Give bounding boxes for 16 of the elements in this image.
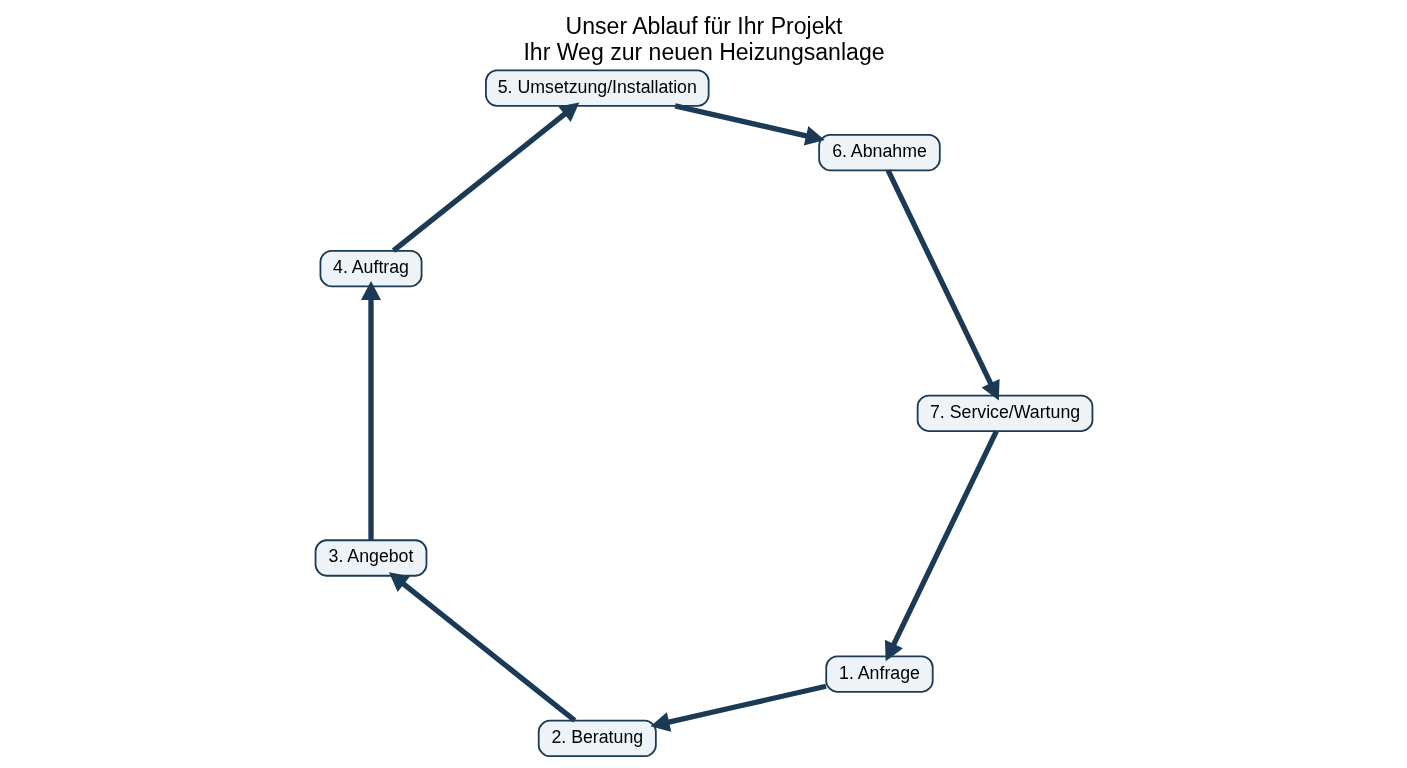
node-box: 4. Auftrag [319, 249, 422, 288]
diagram-title: Unser Ablauf für Ihr Projekt [565, 12, 842, 39]
node-box: 5. Umsetzung/Installation [484, 69, 710, 107]
node-box: 2. Beratung [537, 719, 657, 758]
arrow [650, 683, 827, 732]
arrow [391, 102, 579, 253]
node-box: 1. Anfrage [824, 655, 934, 693]
node-box: 3. Angebot [314, 539, 427, 577]
arrow [884, 430, 999, 662]
arrow [885, 169, 1000, 401]
arrow [674, 103, 825, 146]
arrow [388, 572, 576, 723]
caption: Ihr Weg zur neuen Heizungsanlage [522, 38, 885, 65]
node-box: 6. Abnahme [817, 133, 941, 172]
arrow [360, 280, 381, 540]
node-box: 7. Service/Wartung [916, 394, 1093, 432]
